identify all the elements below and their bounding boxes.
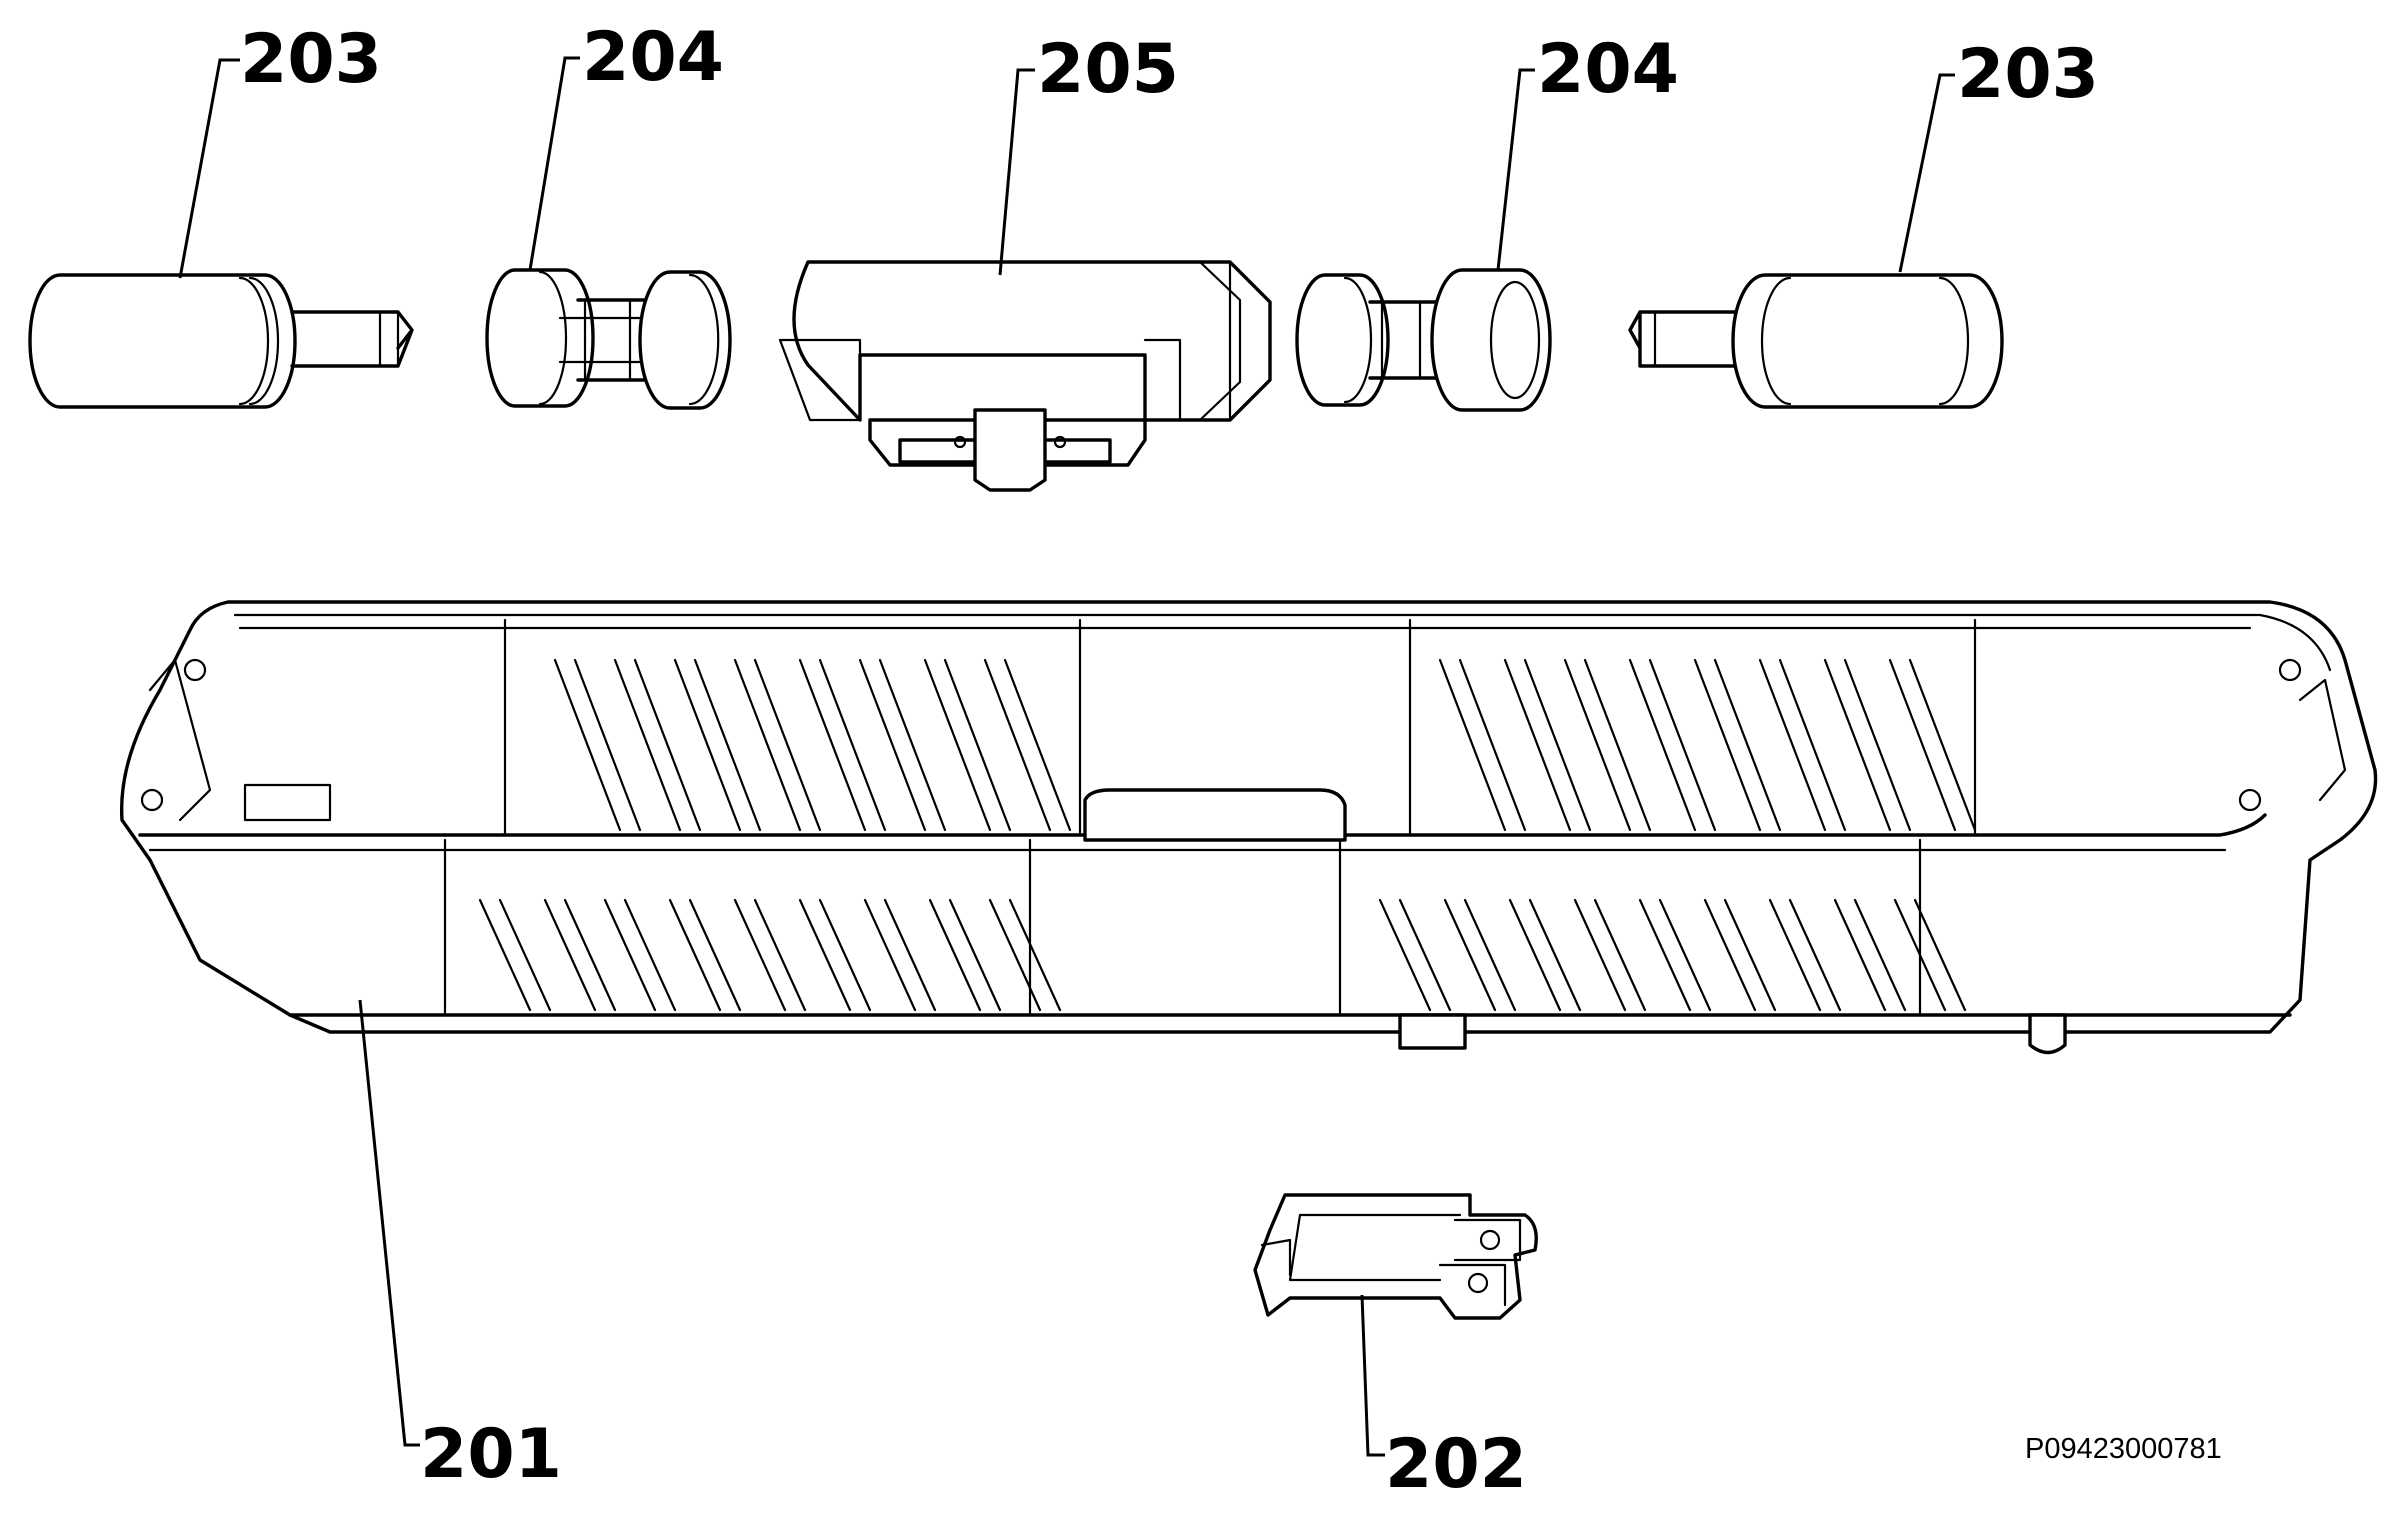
callout-201: 201	[420, 1415, 562, 1494]
leader-203-left	[178, 58, 240, 279]
part-201-main-housing	[119, 600, 2378, 1055]
part-204-right-spool	[1295, 268, 1552, 412]
leader-lines	[178, 56, 1955, 1457]
leader-202	[1360, 1294, 1385, 1457]
callout-labels: 203 204 205 204 203 201 202	[240, 18, 2099, 1504]
part-204-left-spool	[485, 268, 732, 410]
callout-204-left: 204	[582, 18, 724, 97]
leader-204-left	[528, 56, 580, 271]
part-202-clip	[1253, 1193, 1538, 1320]
document-id: P09423000781	[2025, 1433, 2222, 1465]
part-203-left-pin	[28, 273, 414, 409]
leader-205	[998, 68, 1035, 276]
callout-204-right: 204	[1537, 30, 1679, 109]
leader-204-right	[1496, 68, 1535, 271]
leader-201	[358, 999, 420, 1447]
callout-203-right: 203	[1957, 35, 2099, 114]
part-203-right-pin	[1628, 273, 2004, 409]
leader-203-right	[1898, 73, 1955, 273]
callout-202: 202	[1385, 1425, 1527, 1504]
part-205-connector-housing	[778, 260, 1272, 492]
callout-205: 205	[1037, 30, 1179, 109]
callout-203-left: 203	[240, 20, 382, 99]
